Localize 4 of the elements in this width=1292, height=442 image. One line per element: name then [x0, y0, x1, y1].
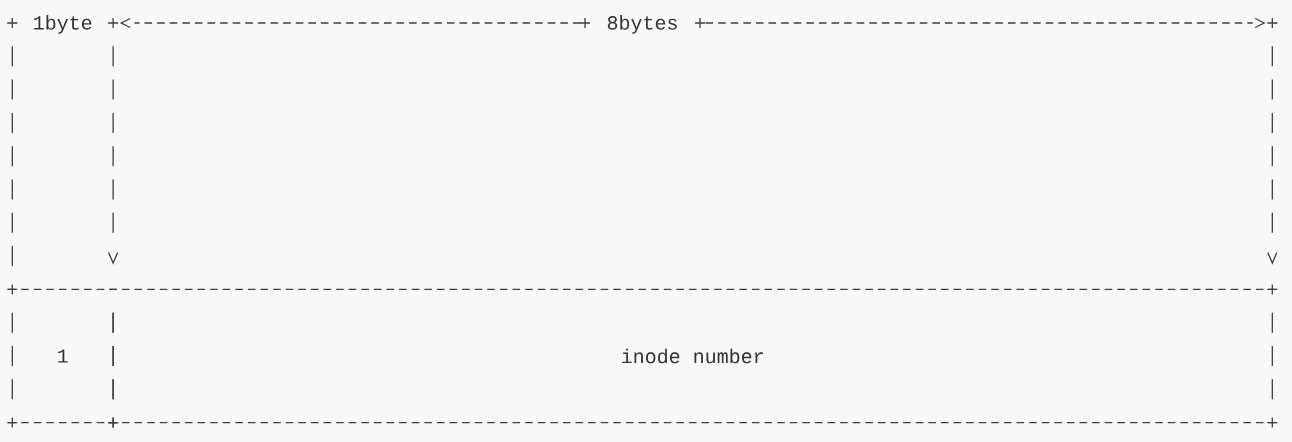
table-cell: 1 [6, 283, 119, 429]
table-cell: inode number [107, 283, 1278, 429]
dimension-label: 8bytes [607, 15, 677, 34]
dimension-label: 1byte [34, 15, 92, 34]
